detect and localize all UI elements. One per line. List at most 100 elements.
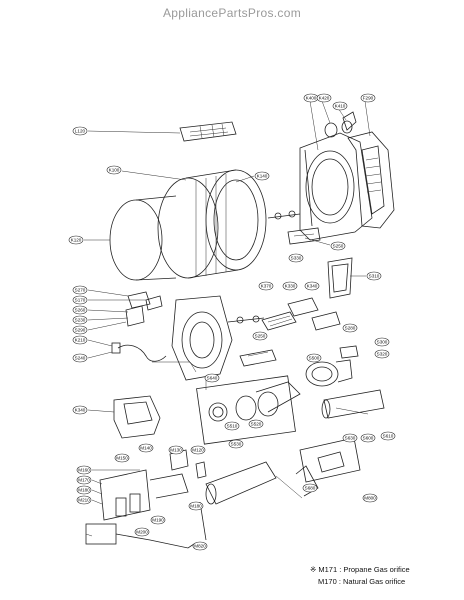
part-tag: S610 bbox=[380, 431, 396, 441]
part-tag: K410 bbox=[332, 101, 348, 111]
svg-text:M190: M190 bbox=[152, 518, 164, 523]
gas-valve-assembly bbox=[85, 469, 195, 549]
site-watermark: AppliancePartsPros.com bbox=[163, 6, 301, 20]
rear-vent-duct bbox=[113, 395, 161, 439]
part-tag: S250 bbox=[330, 241, 346, 251]
drum bbox=[157, 169, 267, 279]
blower-housing bbox=[196, 375, 301, 445]
part-tag: M120 bbox=[190, 445, 206, 455]
svg-text:S260: S260 bbox=[75, 308, 86, 313]
part-tag: S270 bbox=[72, 285, 88, 295]
svg-text:K140: K140 bbox=[257, 174, 268, 179]
part-tag: K330 bbox=[282, 281, 298, 291]
svg-text:M160: M160 bbox=[78, 468, 90, 473]
lamp-cover bbox=[179, 121, 237, 142]
part-tag: S250 bbox=[252, 331, 268, 341]
svg-text:K410: K410 bbox=[335, 104, 346, 109]
rear-bulkhead bbox=[171, 295, 233, 381]
svg-text:K120: K120 bbox=[71, 238, 82, 243]
front-bulkhead bbox=[299, 132, 373, 241]
svg-text:S320: S320 bbox=[377, 352, 388, 357]
motor bbox=[305, 345, 359, 387]
part-tag: K120 bbox=[68, 235, 84, 245]
part-tag: S600 bbox=[360, 433, 376, 443]
svg-text:F290: F290 bbox=[363, 96, 374, 101]
svg-text:M170: M170 bbox=[78, 478, 90, 483]
svg-text:K400: K400 bbox=[306, 96, 317, 101]
svg-text:K370: K370 bbox=[261, 284, 272, 289]
part-tag: M180 bbox=[76, 485, 92, 495]
svg-text:S230: S230 bbox=[75, 318, 86, 323]
svg-text:K340: K340 bbox=[75, 408, 86, 413]
svg-text:S520: S520 bbox=[251, 422, 262, 427]
part-tag: F290 bbox=[360, 93, 376, 103]
svg-text:S630: S630 bbox=[345, 436, 356, 441]
leader-lines bbox=[84, 100, 371, 537]
svg-text:S240: S240 bbox=[75, 356, 86, 361]
svg-text:M130: M130 bbox=[170, 448, 182, 453]
part-tag: K370 bbox=[258, 281, 274, 291]
door-assembly bbox=[347, 131, 395, 229]
part-tag: S640 bbox=[204, 373, 220, 383]
svg-text:S510: S510 bbox=[227, 424, 238, 429]
part-tag: K340 bbox=[304, 281, 320, 291]
svg-text:S610: S610 bbox=[383, 434, 394, 439]
part-tag: S230 bbox=[72, 315, 88, 325]
part-tag: K400 bbox=[303, 93, 319, 103]
svg-text:K210: K210 bbox=[75, 338, 86, 343]
svg-text:S310: S310 bbox=[369, 274, 380, 279]
part-tag: S630 bbox=[342, 433, 358, 443]
part-tag: S500 bbox=[306, 353, 322, 363]
svg-text:S300: S300 bbox=[377, 340, 388, 345]
part-tag: K210 bbox=[72, 335, 88, 345]
legend-natural-gas: M170 : Natural Gas orifice bbox=[318, 577, 406, 586]
door-gasket bbox=[324, 111, 357, 138]
svg-text:K420: K420 bbox=[319, 96, 330, 101]
svg-text:M200: M200 bbox=[136, 530, 148, 535]
svg-text:M800: M800 bbox=[364, 496, 376, 501]
part-tag: S170 bbox=[72, 295, 88, 305]
svg-text:S280: S280 bbox=[345, 326, 356, 331]
svg-text:S680: S680 bbox=[305, 486, 316, 491]
part-tag: M190 bbox=[150, 515, 166, 525]
part-tag: L120 bbox=[72, 126, 88, 136]
part-tag: S520 bbox=[248, 419, 264, 429]
svg-text:M150: M150 bbox=[116, 456, 128, 461]
part-tag: S320 bbox=[374, 349, 390, 359]
svg-text:S290: S290 bbox=[75, 328, 86, 333]
part-tag: M170 bbox=[76, 475, 92, 485]
part-tags: K400 K420 K410 F290 L120 K100 K140 K120 … bbox=[68, 93, 396, 551]
legend-propane: ※ M171 : Propane Gas orifice bbox=[310, 565, 410, 574]
svg-text:K330: K330 bbox=[285, 284, 296, 289]
part-tag: K340 bbox=[72, 405, 88, 415]
part-tag: S240 bbox=[72, 353, 88, 363]
thermistor-bracket bbox=[287, 227, 321, 245]
part-tag: S300 bbox=[374, 337, 390, 347]
part-tag: M130 bbox=[168, 445, 184, 455]
heater-duct bbox=[239, 297, 341, 367]
part-tag: M800 bbox=[362, 493, 378, 503]
svg-text:S530: S530 bbox=[231, 442, 242, 447]
part-tag: M210 bbox=[76, 495, 92, 505]
part-tag: S280 bbox=[342, 323, 358, 333]
svg-text:M180: M180 bbox=[78, 488, 90, 493]
svg-text:S250: S250 bbox=[255, 334, 266, 339]
part-tag: S310 bbox=[366, 271, 382, 281]
rear-drum-cover bbox=[109, 195, 177, 281]
svg-text:S250: S250 bbox=[333, 244, 344, 249]
svg-text:M820: M820 bbox=[194, 544, 206, 549]
part-tag: K140 bbox=[254, 171, 270, 181]
terminal-block bbox=[125, 291, 163, 327]
svg-text:M210: M210 bbox=[78, 498, 90, 503]
svg-text:M140: M140 bbox=[140, 446, 152, 451]
svg-text:S500: S500 bbox=[309, 356, 320, 361]
burner-tube bbox=[199, 461, 277, 541]
svg-text:M180: M180 bbox=[190, 504, 202, 509]
svg-text:L120: L120 bbox=[75, 129, 86, 134]
drum-shaft bbox=[267, 210, 301, 220]
svg-text:S330: S330 bbox=[291, 256, 302, 261]
part-tag: M200 bbox=[134, 527, 150, 537]
exhaust-duct bbox=[321, 389, 385, 419]
lint-filter bbox=[327, 257, 353, 299]
part-tag: S290 bbox=[72, 325, 88, 335]
